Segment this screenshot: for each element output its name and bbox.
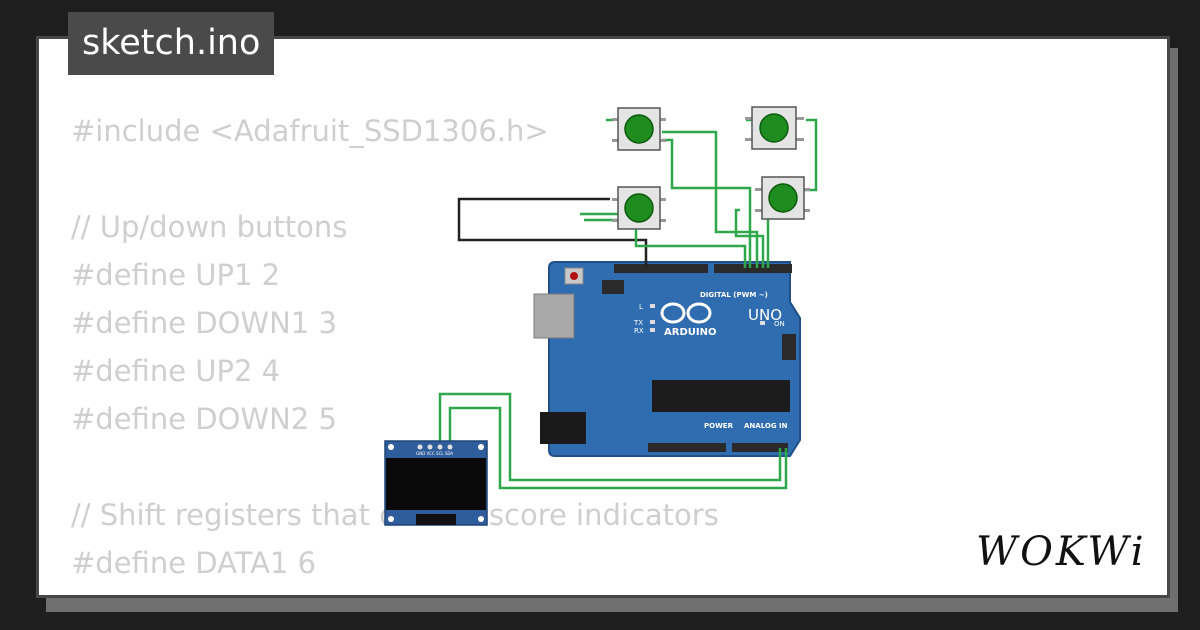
board-brand: ARDUINO [664, 327, 716, 338]
code-line: #define DOWN1 3 [71, 306, 337, 340]
digital-header-left [614, 264, 708, 273]
wire-up1 [662, 130, 759, 268]
wire-down2 [734, 208, 765, 268]
oled-display[interactable]: GND VCC SCL SDA [384, 440, 488, 526]
code-line: #define DOWN2 5 [71, 402, 337, 436]
power-label: POWER [704, 422, 734, 430]
code-line: #define DATA1 6 [71, 546, 317, 580]
pushbutton-down2[interactable] [755, 176, 810, 220]
pushbutton-down1[interactable] [612, 186, 666, 230]
led-l-label: L [639, 303, 643, 311]
power-header [648, 443, 726, 452]
digital-header-right [714, 264, 792, 273]
wokwi-logo: WOKWi [976, 529, 1147, 575]
arduino-uno-board[interactable]: ARDUINO UNO DIGITAL (PWM ~) POWER ANALOG… [533, 261, 801, 457]
wire-oled-scl [438, 392, 782, 482]
oled-screen [386, 458, 486, 510]
icsp2-header [782, 334, 796, 360]
ground-wire [457, 197, 648, 268]
file-tab[interactable]: sketch.ino [68, 12, 275, 75]
code-editor: #include <Adafruit_SSD1306.h> // Up/down… [71, 107, 719, 595]
wire-down1 [662, 138, 752, 268]
icsp-header [602, 280, 624, 294]
digital-label: DIGITAL (PWM ~) [700, 291, 768, 299]
wire-oled-sda [448, 406, 788, 490]
oled-pin-labels: GND VCC SCL SDA [416, 451, 453, 456]
reset-button[interactable] [570, 272, 578, 280]
code-line: #define CLOCK1 7 [71, 587, 719, 595]
code-line: #define UP1 2 [71, 258, 281, 292]
arduino-logo-icon [660, 302, 712, 324]
board-model: UNO [748, 306, 782, 324]
pushbutton-up1[interactable] [612, 107, 666, 151]
pushbutton-up2[interactable] [745, 106, 804, 150]
usb-port [533, 293, 575, 339]
power-jack [540, 412, 586, 444]
code-line: #define UP2 4 [71, 354, 281, 388]
code-line: #include <Adafruit_SSD1306.h> [71, 114, 549, 148]
led-rx-label: RX [634, 327, 644, 335]
atmega-chip [652, 380, 790, 412]
code-line: // Up/down buttons [71, 210, 348, 244]
led-tx-label: TX [633, 319, 643, 327]
analog-header [732, 443, 788, 452]
led-on-label: ON [774, 320, 785, 328]
analog-label: ANALOG IN [744, 422, 788, 430]
